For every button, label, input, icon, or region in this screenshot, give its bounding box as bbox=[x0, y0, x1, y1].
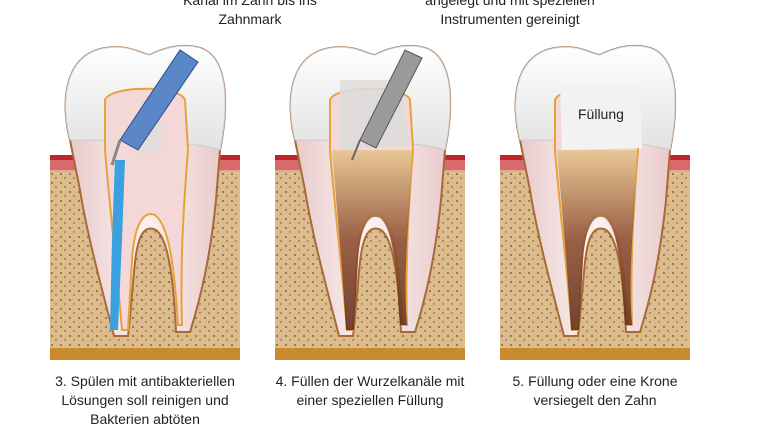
dental-instrument-icon bbox=[351, 49, 423, 161]
panel-filling-illustration bbox=[274, 44, 466, 362]
panel-sealed-illustration bbox=[499, 44, 691, 362]
top-caption-step-2: angelegt und mit speziellen Instrumenten… bbox=[425, 0, 595, 27]
crown-filling bbox=[560, 85, 642, 150]
syringe-icon bbox=[110, 49, 199, 166]
caption-step-3: 3. Spülen mit antibakteriellen Lösungen … bbox=[55, 373, 235, 427]
filling-label: Füllung bbox=[578, 106, 624, 122]
caption-step-4: 4. Füllen der Wurzelkanäle mit einer spe… bbox=[275, 373, 465, 408]
top-caption-step-1: Kanal im Zahn bis ins Zahnmark bbox=[183, 0, 317, 27]
caption-step-5: 5. Füllung oder eine Krone versiegelt de… bbox=[512, 373, 678, 408]
rinse-fluid bbox=[110, 160, 125, 330]
panel-rinse-illustration bbox=[49, 44, 241, 362]
